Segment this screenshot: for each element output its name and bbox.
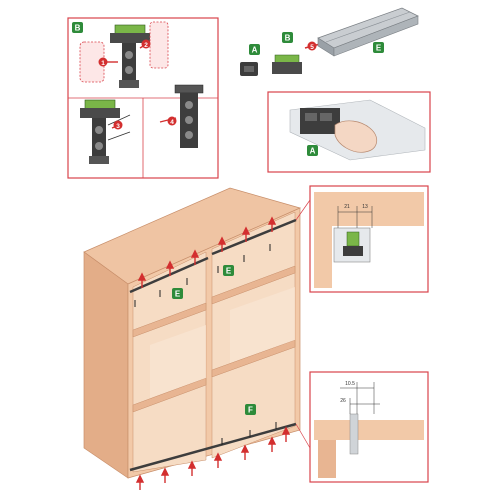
step3-badge	[113, 120, 123, 130]
rail-e-side	[333, 15, 419, 57]
part-a-label: A	[252, 46, 258, 55]
step3-label: 3	[116, 123, 120, 130]
step5-label: 5	[310, 44, 314, 51]
screw-line-2	[107, 131, 131, 141]
dim-bottom-w1: 10.5	[345, 381, 355, 387]
detail-bottom-post	[318, 440, 336, 478]
bottom-rail	[129, 422, 297, 472]
detail-bottom-base	[314, 420, 424, 440]
part-a-badge	[249, 44, 260, 55]
cab-f-label: F	[248, 406, 253, 415]
part-b-body	[272, 62, 302, 74]
panel-b-exploded: B 1 2	[67, 17, 219, 179]
bottom-red-arrows	[135, 426, 291, 490]
hand-a-label: A	[310, 147, 316, 156]
shelf-left-2	[132, 377, 207, 413]
cab-e2-label: E	[226, 267, 232, 276]
detail-bottom-rail: 10.5 26	[309, 371, 429, 483]
part-b-badge	[282, 32, 293, 43]
top-red-arrows	[137, 216, 277, 288]
roller-assembly-top	[110, 24, 150, 88]
ghost-part-left	[79, 41, 105, 83]
top-rail-right	[211, 218, 297, 256]
step4-label: 4	[170, 119, 174, 126]
step4-badge	[167, 116, 177, 126]
rail-e-badge	[373, 42, 384, 53]
detail-top-panel	[314, 192, 424, 226]
cab-e2-badge	[223, 265, 234, 276]
callout-line-top	[295, 199, 311, 221]
roller-assembly-bottom-left	[80, 99, 120, 164]
top-screw-markers	[134, 244, 271, 307]
detail-bottom-guide	[349, 413, 359, 455]
dim-bottom-w2: 26	[340, 398, 346, 404]
parts-row: A B 5 E	[240, 7, 419, 76]
cab-e1-label: E	[175, 290, 181, 299]
rail-e-label: E	[376, 44, 382, 53]
panel-b-label-badge	[72, 22, 83, 33]
cab-f-badge	[245, 404, 256, 415]
step1-badge	[98, 57, 108, 67]
detail-top-side	[314, 226, 332, 288]
step1-label: 1	[101, 60, 105, 67]
cabinet-left-side	[83, 251, 129, 479]
cab-e1-badge	[172, 288, 183, 299]
hand-a-badge	[307, 145, 318, 156]
ghost-part-right	[149, 21, 169, 69]
shelf-right-1	[211, 265, 296, 305]
step2-label: 2	[144, 42, 148, 49]
shelf-right-2	[211, 339, 296, 378]
step5-badge	[307, 41, 317, 51]
panel-hand-insert: A	[267, 91, 431, 173]
hand-illustration	[334, 120, 378, 153]
panel-hand-frame	[267, 91, 431, 173]
roller-assembly-bottom-right	[174, 84, 204, 148]
part-b-label: B	[285, 34, 291, 43]
dim-top-w1: 21	[344, 204, 350, 210]
dim-top-w2: 13	[362, 204, 368, 210]
detail-top-rail: 21 13	[309, 185, 429, 293]
wardrobe-cabinet: E E F	[83, 187, 311, 490]
part-b-top	[274, 54, 300, 64]
shelf-left-1	[132, 302, 207, 338]
bottom-screw-markers	[221, 422, 277, 445]
callout-line-bottom	[295, 423, 311, 449]
panel-b-label: B	[75, 24, 81, 33]
step2-badge	[141, 39, 151, 49]
screw-line-1	[107, 114, 131, 126]
